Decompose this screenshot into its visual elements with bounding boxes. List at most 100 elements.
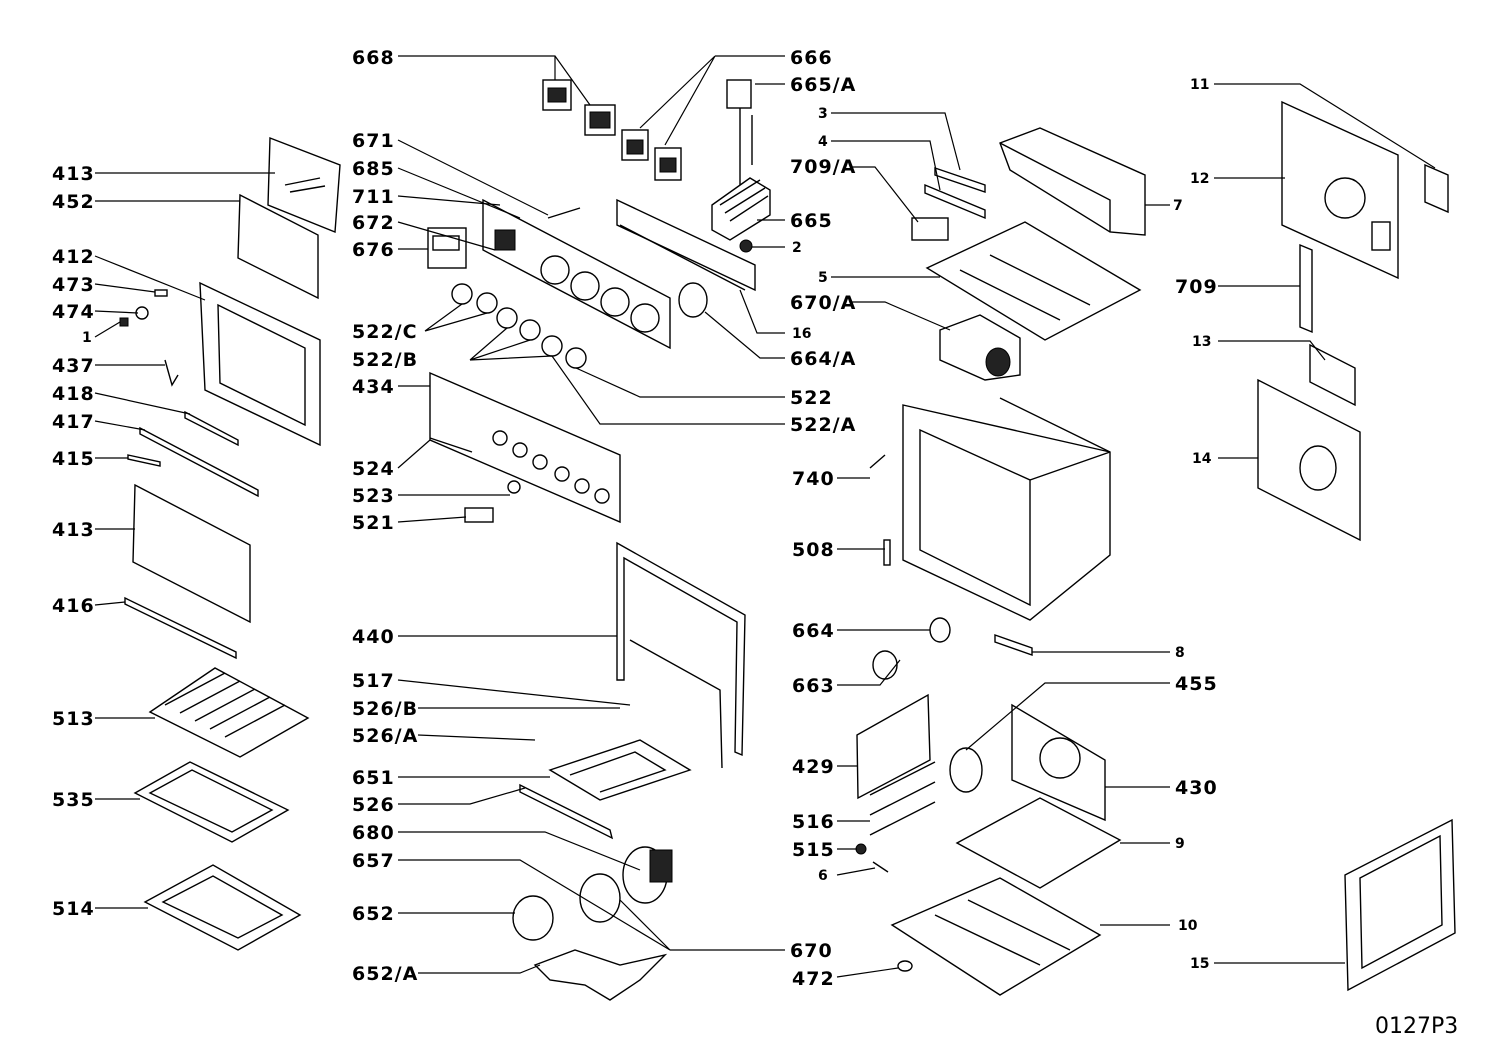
- label-452: 452: [52, 191, 95, 213]
- part-16-channel: [616, 198, 756, 292]
- part-515-nut: [855, 843, 867, 855]
- label-418: 418: [52, 383, 95, 405]
- part-508-hinge: [883, 539, 891, 566]
- label-524: 524: [352, 458, 395, 480]
- label-709: 709: [1175, 276, 1218, 298]
- part-2-grommet: [739, 239, 753, 253]
- label-521: 521: [352, 512, 395, 534]
- part-524-523-521-small: [429, 437, 521, 523]
- label-417: 417: [52, 411, 95, 433]
- label-7: 7: [1173, 198, 1183, 214]
- label-522c: 522/C: [352, 321, 418, 343]
- label-15: 15: [1190, 956, 1209, 972]
- label-5: 5: [818, 270, 828, 286]
- label-664a: 664/A: [790, 348, 856, 370]
- label-535: 535: [52, 789, 95, 811]
- part-680-motor: [622, 846, 673, 904]
- part-709a-connector: [911, 217, 949, 241]
- part-452-panel: [237, 193, 319, 300]
- label-472: 472: [792, 968, 835, 990]
- part-652a-element: [533, 949, 668, 1001]
- label-3: 3: [818, 106, 828, 122]
- drawing-code: 0127P3: [1375, 1014, 1458, 1039]
- label-517: 517: [352, 670, 395, 692]
- label-523: 523: [352, 485, 395, 507]
- part-535-tray: [133, 761, 290, 843]
- label-1: 1: [82, 330, 92, 346]
- part-4-bracket: [924, 183, 986, 220]
- label-413-top: 413: [52, 163, 95, 185]
- label-665a: 665/A: [790, 74, 856, 96]
- label-652a: 652/A: [352, 963, 418, 985]
- label-652: 652: [352, 903, 395, 925]
- label-670a: 670/A: [790, 292, 856, 314]
- part-664a-lamp: [678, 282, 708, 318]
- label-651: 651: [352, 767, 395, 789]
- part-3-strip: [934, 167, 986, 193]
- part-651-element: [548, 739, 692, 801]
- part-666-switches: [621, 129, 682, 181]
- label-4: 4: [818, 134, 828, 150]
- part-455-disc: [949, 747, 983, 793]
- part-413-inner-glass: [132, 483, 251, 624]
- part-676-timer: [427, 227, 467, 269]
- part-cavity-box: [902, 397, 1111, 621]
- part-14-rear-plate: [1257, 378, 1361, 542]
- label-13: 13: [1192, 334, 1211, 350]
- label-516: 516: [792, 811, 835, 833]
- part-657-fan: [579, 873, 621, 923]
- label-740: 740: [792, 468, 835, 490]
- label-8: 8: [1175, 645, 1185, 661]
- callout-labels: 668 666 665/A 671 685 711 672 676 413 45…: [52, 47, 1218, 990]
- part-8-clip: [994, 634, 1033, 656]
- label-440: 440: [352, 626, 395, 648]
- part-412-door-frame: [199, 281, 321, 447]
- leader-lines: [94, 55, 1436, 978]
- label-672: 672: [352, 212, 395, 234]
- label-514: 514: [52, 898, 95, 920]
- label-14: 14: [1192, 451, 1212, 467]
- part-740-screw: [869, 454, 886, 469]
- part-15-frame: [1344, 818, 1456, 992]
- label-12: 12: [1190, 171, 1209, 187]
- label-513: 513: [52, 708, 95, 730]
- part-6-pin: [872, 861, 889, 873]
- label-522a: 522/A: [790, 414, 856, 436]
- label-668: 668: [352, 47, 395, 69]
- label-455: 455: [1175, 673, 1218, 695]
- label-434: 434: [352, 376, 395, 398]
- label-709a: 709/A: [790, 156, 856, 178]
- part-9-panel: [955, 797, 1122, 889]
- label-429: 429: [792, 756, 835, 778]
- label-16: 16: [792, 326, 811, 342]
- part-514-tray: [143, 864, 302, 951]
- part-440-frame: [616, 541, 746, 757]
- label-412: 412: [52, 246, 95, 268]
- part-434-fascia: [429, 371, 621, 524]
- part-652-ring: [512, 895, 554, 941]
- part-517-element: [629, 639, 723, 769]
- label-508: 508: [792, 539, 835, 561]
- part-513-grill: [148, 667, 310, 758]
- part-11-grille: [1424, 163, 1449, 214]
- label-526a: 526/A: [352, 725, 418, 747]
- label-430: 430: [1175, 777, 1218, 799]
- part-12-back-panel: [1281, 100, 1399, 280]
- part-10-bottom: [890, 877, 1102, 996]
- part-516-rails: [869, 761, 936, 836]
- label-711: 711: [352, 186, 395, 208]
- label-10: 10: [1178, 918, 1198, 934]
- label-2: 2: [792, 240, 802, 256]
- label-437: 437: [52, 355, 95, 377]
- part-671-rod: [547, 207, 581, 219]
- label-415: 415: [52, 448, 95, 470]
- label-473: 473: [52, 274, 95, 296]
- label-526: 526: [352, 794, 395, 816]
- label-413-bottom: 413: [52, 519, 95, 541]
- part-7-cover: [999, 127, 1146, 236]
- label-676: 676: [352, 239, 395, 261]
- part-665a-thermostat: [726, 79, 753, 200]
- label-671: 671: [352, 130, 395, 152]
- label-522: 522: [790, 387, 833, 409]
